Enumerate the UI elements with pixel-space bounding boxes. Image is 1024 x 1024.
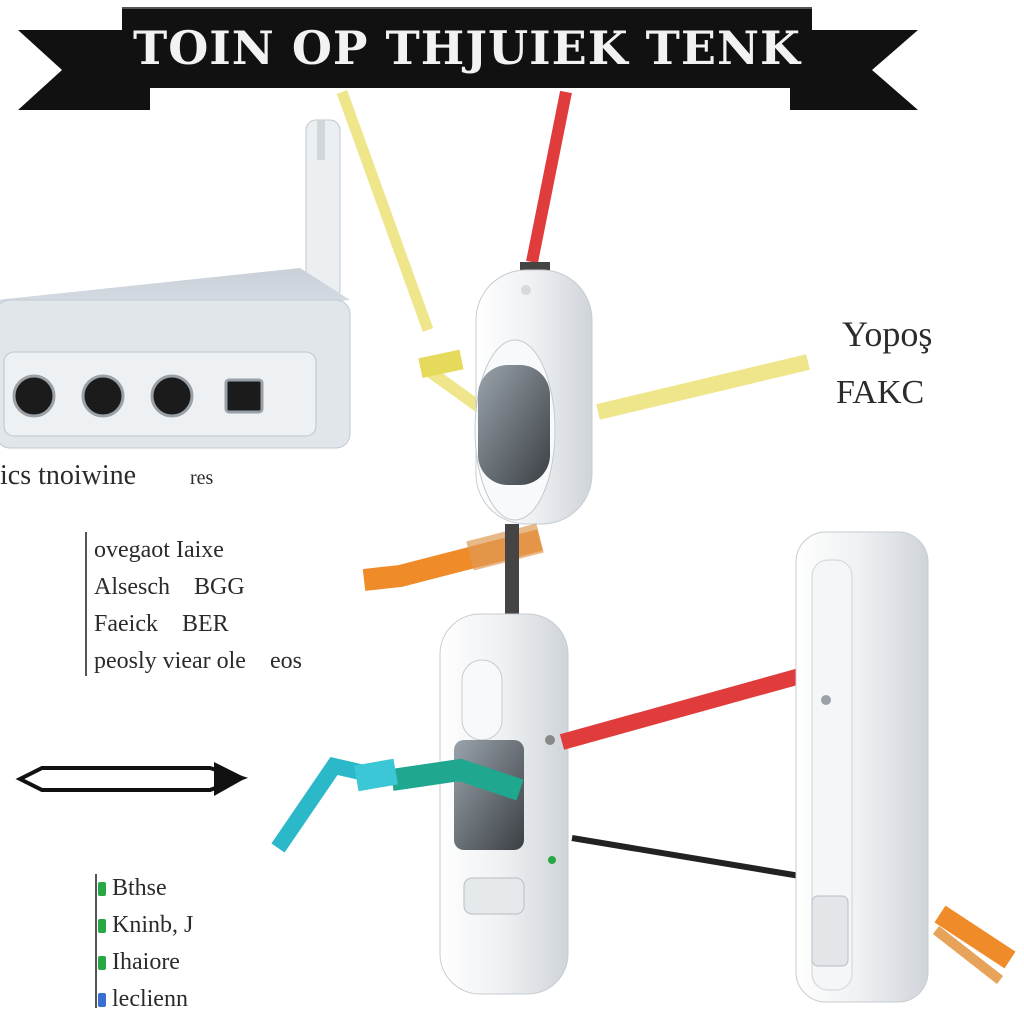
red-wire-top bbox=[526, 90, 572, 264]
bottom-legend-item: Kninb, J bbox=[98, 907, 318, 944]
legend-text: peosly viear ole bbox=[94, 648, 246, 674]
upper-jack-device bbox=[474, 262, 593, 525]
yellow-wire-right bbox=[596, 354, 810, 420]
wall-jack-device bbox=[795, 531, 929, 1003]
title-banner bbox=[18, 7, 918, 110]
mid-legend-item: Alsesch BGG bbox=[94, 569, 374, 606]
cyan-plug bbox=[354, 758, 398, 792]
black-wire-lower bbox=[571, 835, 801, 879]
banner-tail-left bbox=[18, 30, 150, 110]
mid-legend-item: Faeick BER bbox=[94, 606, 374, 643]
legend-value: BGG bbox=[193, 574, 245, 600]
legend-text: Alsesch bbox=[94, 574, 170, 600]
legend-value: BER bbox=[181, 611, 229, 637]
legend-text: Faeick bbox=[94, 611, 158, 637]
mid-legend-item: ovegaot Iaixe bbox=[94, 532, 374, 569]
teal-wire bbox=[390, 758, 524, 801]
router-caption-small: res bbox=[190, 467, 214, 489]
router-caption: ics tnoiwine bbox=[0, 460, 137, 491]
bottom-legend-item: Ihaiore bbox=[98, 944, 318, 981]
port-3 bbox=[150, 374, 194, 418]
port-1 bbox=[12, 374, 56, 418]
banner-tail-right bbox=[790, 30, 918, 110]
legend-swatch bbox=[98, 881, 106, 896]
legend-text: Bthse bbox=[112, 875, 167, 901]
legend-swatch bbox=[98, 992, 106, 1007]
arrow-right-icon bbox=[15, 762, 249, 796]
port-4 bbox=[224, 378, 264, 414]
legend-text: ovegaot Iaixe bbox=[94, 537, 224, 563]
legend-text: Kninb, J bbox=[112, 912, 194, 938]
orange-cable-lower bbox=[934, 905, 1016, 969]
banner-body bbox=[122, 8, 812, 88]
bottom-legend-item: Bthse bbox=[98, 870, 318, 907]
router-device bbox=[0, 119, 351, 449]
lower-jack-device bbox=[439, 613, 569, 995]
legend-swatch bbox=[98, 955, 106, 970]
cyan-wire bbox=[271, 756, 362, 853]
port-2 bbox=[81, 374, 125, 418]
right-label-1: Yopoş bbox=[842, 314, 933, 354]
legend-value: eos bbox=[269, 648, 302, 674]
banner-title: TOIN OP THJUIEK TENK bbox=[132, 21, 802, 75]
yellow-wire-top bbox=[336, 90, 434, 332]
bottom-legend-item: leclienn bbox=[98, 981, 318, 1018]
mid-legend-item: peosly viear ole eos bbox=[94, 643, 374, 680]
legend-text: leclienn bbox=[112, 986, 188, 1012]
legend-text: Ihaiore bbox=[112, 949, 180, 975]
red-wire-lower bbox=[559, 668, 803, 750]
yellow-plug bbox=[418, 349, 464, 378]
right-label-2: FAKC bbox=[836, 374, 925, 411]
legend-swatch bbox=[98, 918, 106, 933]
